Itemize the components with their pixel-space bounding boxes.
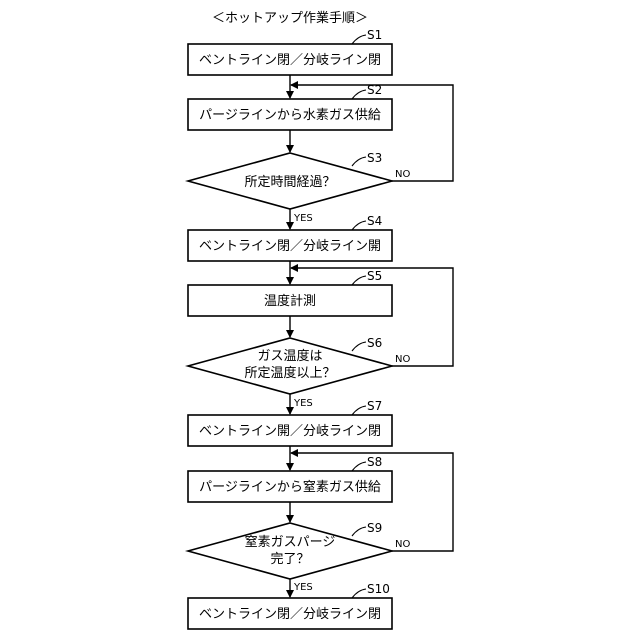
step-s2-leader: [352, 90, 366, 99]
step-s10-text: ベントライン閉／分岐ライン閉: [199, 607, 381, 622]
step-s1-leader: [352, 35, 366, 44]
step-s4-text: ベントライン閉／分岐ライン開: [199, 239, 381, 254]
s9-no-label: NO: [395, 539, 410, 550]
s3-yes-label: YES: [293, 213, 313, 224]
step-s10-id: S10: [367, 582, 390, 596]
step-s9-id: S9: [367, 521, 382, 535]
step-s6-leader: [352, 342, 366, 351]
step-s1-text: ベントライン閉／分岐ライン閉: [199, 53, 381, 68]
decision-s9: [188, 523, 392, 579]
s6-yes-label: YES: [293, 398, 313, 409]
step-s3-id: S3: [367, 151, 382, 165]
step-s5-leader: [352, 276, 366, 285]
step-s5-id: S5: [367, 269, 382, 283]
decision-s3-text: 所定時間経過？: [244, 175, 335, 190]
step-s8-leader: [352, 462, 366, 471]
step-s1-id: S1: [367, 28, 382, 42]
diagram-title: ＜ホットアップ作業手順＞: [212, 10, 368, 26]
s6-no-label: NO: [395, 354, 410, 365]
step-s10-leader: [352, 589, 366, 598]
step-s7-text: ベントライン開／分岐ライン閉: [199, 424, 381, 439]
step-s4-id: S4: [367, 214, 382, 228]
step-s9-leader: [352, 527, 366, 536]
step-s6-id: S6: [367, 336, 382, 350]
decision-s6-line1: ガス温度は: [257, 348, 322, 364]
step-s4-leader: [352, 221, 366, 230]
step-s7-leader: [352, 406, 366, 415]
decision-s9-line2: 完了？: [270, 552, 309, 567]
decision-s6-line2: 所定温度以上？: [244, 365, 335, 381]
step-s8-text: パージラインから窒素ガス供給: [199, 479, 381, 495]
s9-yes-label: YES: [293, 582, 313, 593]
step-s3-leader: [352, 157, 366, 166]
step-s8-id: S8: [367, 455, 382, 469]
step-s5-text: 温度計測: [264, 293, 316, 309]
s3-no-label: NO: [395, 169, 410, 180]
step-s7-id: S7: [367, 399, 382, 413]
decision-s9-line1: 窒素ガスパージ: [245, 534, 336, 550]
step-s2-text: パージラインから水素ガス供給: [199, 108, 381, 123]
